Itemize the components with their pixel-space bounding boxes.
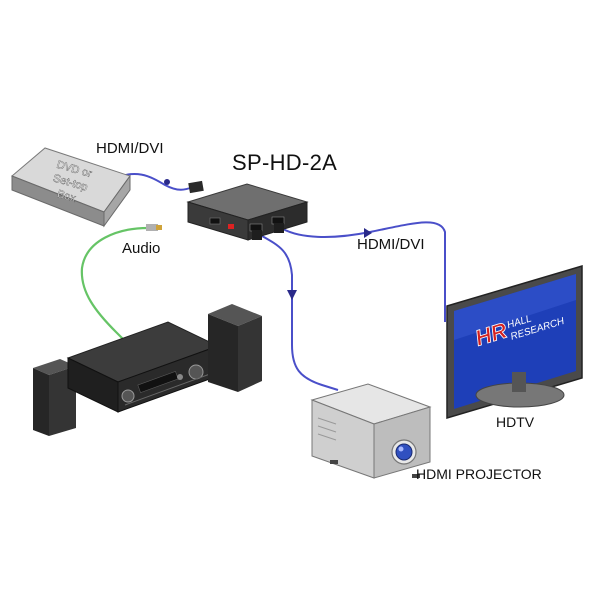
audio-cable: [80, 224, 162, 343]
knob-icon: [121, 389, 135, 403]
projector-label: HDMI PROJECTOR: [416, 466, 542, 482]
hdmi-out-label: HDMI/DVI: [357, 236, 425, 253]
hdmi-plug-icon: [274, 223, 284, 233]
hdmi-port-icon: [271, 216, 285, 225]
right-speaker: [208, 304, 262, 392]
audio-label: Audio: [122, 240, 161, 257]
receiver-display: [137, 371, 179, 393]
hdtv: HR HALL RESEARCH: [446, 264, 583, 420]
tv-screen: [454, 274, 576, 409]
knob-icon: [177, 374, 183, 380]
hdmi-plug-icon: [252, 230, 262, 240]
direction-arrow-icon: [287, 290, 297, 300]
hdmi-output-cable-tv: [282, 221, 446, 322]
source-label-line3: Box: [56, 188, 78, 205]
hdmi-input-cable: [111, 172, 204, 194]
av-receiver: [66, 321, 220, 413]
audio-receiver-system: [33, 304, 262, 436]
hdmi-projector: [310, 383, 432, 479]
hdmi-in-label: HDMI/DVI: [96, 140, 164, 157]
device-title: SP-HD-2A: [232, 150, 338, 175]
hdmi-port-icon: [249, 223, 263, 232]
dvd-set-top-box: DVD or Set-top Box: [11, 147, 131, 228]
hdmi-port-icon: [209, 217, 221, 225]
sp-hd-2a-splitter: [186, 183, 309, 241]
cable-ferrite: [164, 179, 170, 185]
hdmi-output-cable-projector: [261, 235, 339, 391]
power-led-icon: [228, 224, 234, 229]
hdtv-label: HDTV: [496, 414, 535, 430]
